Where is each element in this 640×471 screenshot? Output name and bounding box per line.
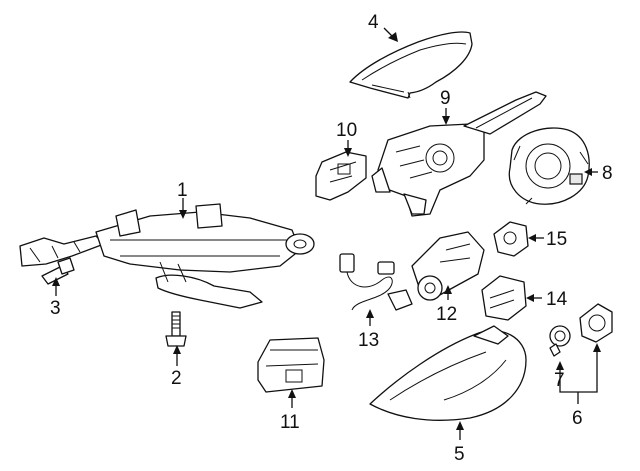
lock-module — [257, 337, 325, 393]
clock-spring — [508, 127, 590, 205]
mounting-bolt — [165, 311, 187, 347]
callout-9: 9 — [440, 88, 451, 109]
angle-sensor-bracket — [315, 151, 367, 201]
small-ring — [549, 325, 571, 357]
callout-1: 1 — [177, 180, 188, 201]
lower-shroud — [369, 325, 527, 421]
ignition-lock — [411, 231, 485, 301]
steering-column — [19, 203, 315, 309]
callout-labels: 1 2 3 4 5 6 7 8 9 10 11 12 13 14 15 — [50, 12, 613, 465]
callout-3: 3 — [50, 298, 61, 319]
callout-11: 11 — [280, 412, 300, 433]
callout-13: 13 — [358, 330, 379, 351]
callout-8: 8 — [602, 163, 613, 184]
wiring-harness — [339, 253, 413, 311]
callout-6: 6 — [572, 408, 583, 429]
combination-switch — [371, 91, 547, 217]
upper-shroud — [349, 31, 473, 99]
large-ring — [579, 303, 613, 343]
callout-5: 5 — [454, 444, 465, 465]
leader-lines — [52, 27, 601, 440]
column-bolt — [41, 257, 75, 285]
callout-14: 14 — [546, 289, 568, 310]
control-module — [481, 275, 527, 321]
callout-7: 7 — [554, 370, 565, 391]
switch-sensor — [493, 221, 529, 257]
callout-4: 4 — [368, 12, 379, 33]
callout-15: 15 — [546, 229, 567, 250]
callout-2: 2 — [171, 368, 182, 389]
callout-12: 12 — [436, 304, 457, 325]
callout-10: 10 — [336, 120, 357, 141]
